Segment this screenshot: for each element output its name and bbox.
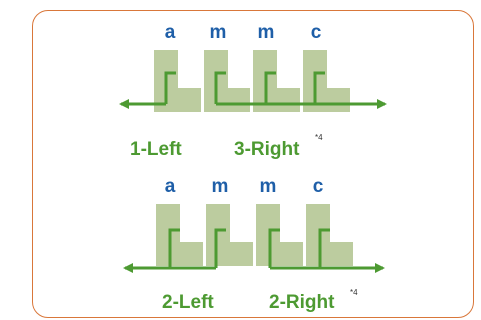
letter-m: m [258,22,275,43]
l-block [156,204,203,266]
right-label: 2-Right [269,292,335,313]
l-block [256,204,303,266]
letter-c: c [313,176,324,197]
letter-m: m [210,22,227,43]
diagram-frame [32,10,474,318]
right-label: 3-Right [234,139,300,160]
l-block [306,204,353,266]
l-block [206,204,253,266]
letter-m: m [260,176,277,197]
left-label: 1-Left [130,139,182,160]
left-label: 2-Left [162,292,214,313]
footnote-mark: *4 [315,133,323,142]
letter-a: a [165,176,176,197]
letter-a: a [165,22,176,43]
diagram-2: a m m c 2-Left 2-Right *4 [123,176,385,313]
letter-m: m [212,176,229,197]
hook-marks [168,228,330,268]
hook-marks [164,71,325,104]
letter-c: c [311,22,322,43]
footnote-mark: *4 [350,288,358,297]
diagram-1: a m m c 1-Left 3-Right *4 [119,22,387,160]
